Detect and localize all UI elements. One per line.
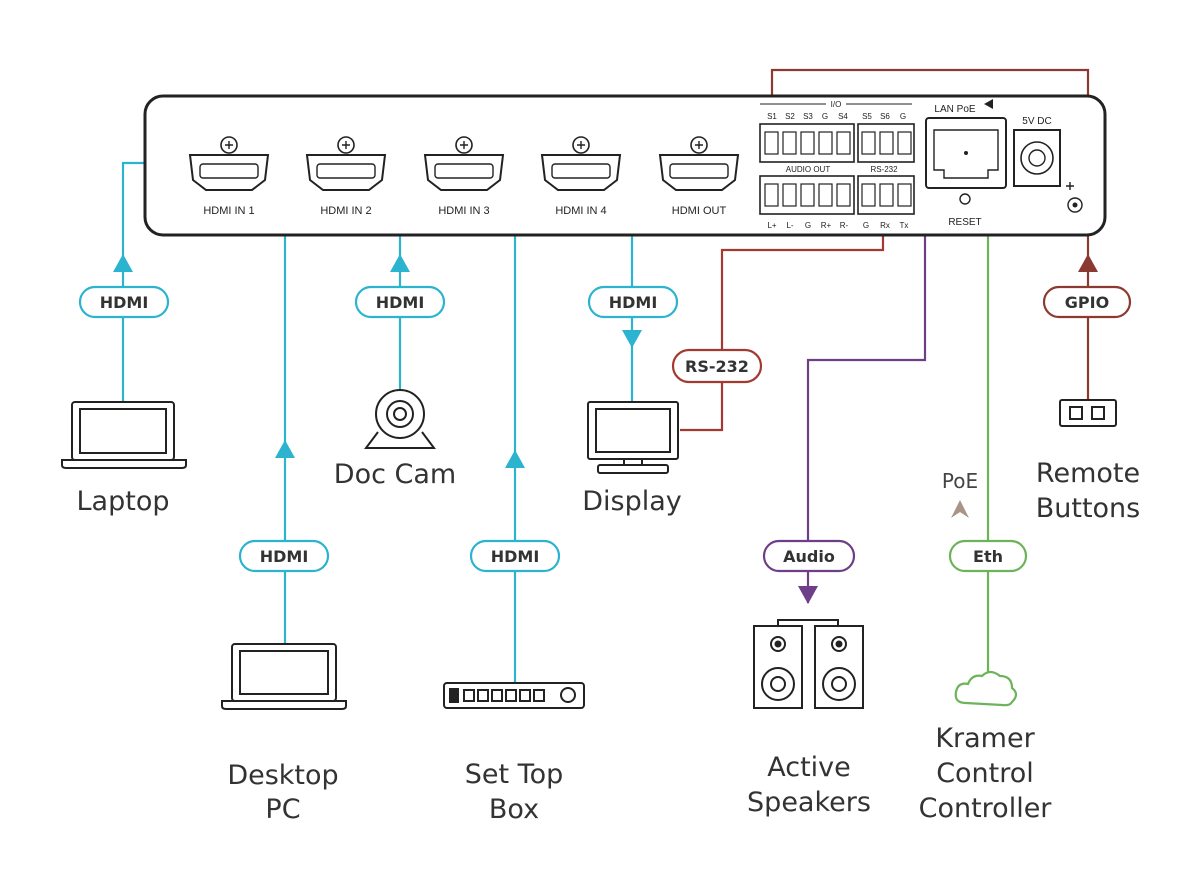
controller-label-line1: Kramer — [935, 723, 1035, 754]
arrow-settopbox — [505, 450, 525, 468]
svg-text:Audio: Audio — [783, 547, 835, 566]
arrow-poe — [951, 500, 969, 518]
arrow-laptop — [113, 254, 133, 272]
svg-text:Eth: Eth — [973, 547, 1003, 566]
pin-rx: Rx — [880, 221, 890, 230]
pin-tx: Tx — [900, 221, 909, 230]
poe-label: PoE — [942, 469, 978, 493]
lan-port: LAN PoE RESET — [925, 99, 1007, 228]
reset-label: RESET — [948, 217, 981, 228]
speakers-icon — [753, 619, 864, 709]
pill-rs232: RS-232 — [671, 348, 763, 384]
io-pin-1: S1 — [767, 112, 777, 121]
svg-text:RS-232: RS-232 — [685, 357, 749, 376]
pin-r-plus: R+ — [821, 221, 832, 230]
io-pin-6: S5 — [862, 112, 872, 121]
arrow-doccam — [390, 254, 410, 272]
wire-settopbox — [513, 161, 543, 683]
connection-labels: HDMI HDMI HDMI HDMI HDMI RS-232 Audio E — [78, 285, 1132, 573]
hdmi-port-2: HDMI IN 2 — [305, 136, 387, 217]
pill-hdmi-display: HDMI — [587, 285, 679, 319]
pill-gpio: GPIO — [1042, 285, 1132, 319]
controller-label-line2: Control — [936, 758, 1034, 789]
set-top-box-icon — [443, 682, 585, 709]
laptop-label: Laptop — [77, 486, 170, 517]
pill-hdmi-laptop: HDMI — [78, 285, 170, 319]
svg-text:HDMI: HDMI — [491, 547, 540, 566]
cloud-icon — [954, 670, 1018, 707]
port-label-hdmi-out: HDMI OUT — [672, 205, 727, 217]
audio-out-label: AUDIO OUT — [786, 165, 831, 174]
arrow-speakers — [798, 586, 818, 604]
hdmi-port-4: HDMI IN 4 — [540, 136, 622, 217]
arrows — [113, 254, 1098, 604]
power-port: 5V DC — [1013, 116, 1083, 213]
wire-audio — [806, 178, 927, 603]
desktop-pc-icon — [221, 643, 347, 710]
io-pin-8: G — [900, 112, 906, 121]
speakers-label-line2: Speakers — [747, 787, 871, 818]
pin-g-audio: G — [805, 221, 811, 230]
set-top-box-label-line2: Box — [489, 794, 539, 825]
pin-g-rs232: G — [863, 221, 869, 230]
io-pin-3: S3 — [803, 112, 813, 121]
desktop-label-line2: PC — [265, 794, 300, 825]
laptop-icon — [61, 401, 187, 469]
hdmi-port-out: HDMI OUT — [658, 136, 740, 217]
pin-l-minus: L- — [786, 221, 793, 230]
arrow-gpio — [1078, 254, 1098, 272]
port-label-hdmi-in-3: HDMI IN 3 — [438, 205, 489, 217]
io-pin-7: S6 — [880, 112, 890, 121]
io-pin-4: G — [822, 112, 828, 121]
svg-text:HDMI: HDMI — [376, 293, 425, 312]
display-label: Display — [582, 486, 682, 517]
port-label-hdmi-in-4: HDMI IN 4 — [555, 205, 606, 217]
port-label-hdmi-in-1: HDMI IN 1 — [203, 205, 254, 217]
desktop-label-line1: Desktop — [227, 760, 338, 791]
io-label: I/O — [831, 100, 842, 109]
pill-hdmi-settopbox: HDMI — [469, 539, 561, 573]
remote-label-line1: Remote — [1036, 458, 1140, 489]
doc-cam-label: Doc Cam — [334, 459, 456, 490]
speakers-label-line1: Active — [767, 752, 851, 783]
lan-label: LAN PoE — [934, 104, 975, 115]
pill-hdmi-desktop: HDMI — [238, 539, 330, 573]
io-pin-5: S4 — [838, 112, 848, 121]
pill-hdmi-doccam: HDMI — [354, 285, 446, 319]
hdmi-port-3: HDMI IN 3 — [423, 136, 505, 217]
pill-eth: Eth — [948, 539, 1028, 573]
display-icon — [587, 401, 679, 474]
switcher-panel: HDMI IN 1 HDMI IN 2 HDMI IN 3 HDMI IN 4 — [143, 94, 1107, 237]
svg-text:HDMI: HDMI — [609, 293, 658, 312]
hdmi-port-1: HDMI IN 1 — [188, 136, 270, 217]
remote-buttons-icon — [1059, 399, 1117, 427]
io-pin-2: S2 — [785, 112, 795, 121]
controller-label-line3: Controller — [919, 793, 1053, 824]
rs232-port-label: RS-232 — [870, 165, 898, 174]
set-top-box-label-line1: Set Top — [465, 759, 563, 790]
arrow-display — [622, 330, 642, 348]
pin-l-plus: L+ — [767, 221, 776, 230]
svg-text:HDMI: HDMI — [260, 547, 309, 566]
pill-audio: Audio — [762, 539, 856, 573]
svg-text:GPIO: GPIO — [1065, 293, 1109, 312]
doc-cam-icon — [364, 389, 436, 449]
svg-text:HDMI: HDMI — [100, 293, 149, 312]
arrow-desktop — [275, 440, 295, 458]
pin-r-minus: R- — [840, 221, 849, 230]
io-terminal-block: I/O S1 S2 S3 G S4 S5 S6 G AUDIO OUT RS-2… — [759, 100, 915, 230]
port-label-hdmi-in-2: HDMI IN 2 — [320, 205, 371, 217]
power-label: 5V DC — [1022, 116, 1051, 127]
remote-label-line2: Buttons — [1036, 493, 1141, 524]
